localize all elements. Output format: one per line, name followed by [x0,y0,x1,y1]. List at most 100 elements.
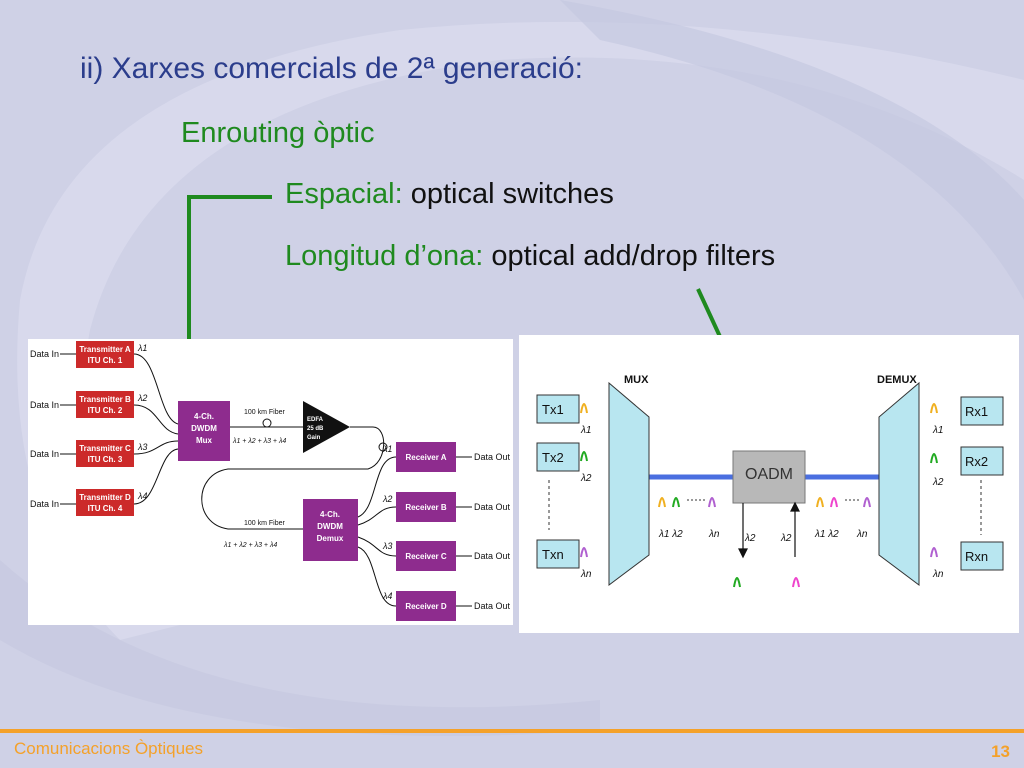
transmitter-c-label: Transmitter C [79,444,131,453]
demux-block [878,381,920,586]
lambda-label: λ1 [580,425,591,436]
bullet-spatial: Espacial: optical switches [285,178,614,211]
lambda-label: λ1 λ2 [814,529,839,540]
demux-label: DEMUX [877,374,917,386]
transmitter-c-channel: ITU Ch. 3 [88,455,123,464]
pulse [580,403,588,414]
demux-label-line2: DWDM [317,522,343,531]
receiver-c-box [396,541,456,571]
pulse [863,497,871,508]
pulse [580,547,588,558]
mux-label-line3: Mux [196,436,213,445]
data-in-label: Data In [30,449,59,459]
transmitter-d-box [76,489,134,516]
rxn-label: Rxn [965,549,988,564]
transmitter-b-box [76,391,134,418]
rx1-box [960,396,1004,426]
fiber-label-top: 100 km Fiber [244,409,286,416]
fiber-sum-bottom: λ1 + λ2 + λ3 + λ4 [223,542,277,549]
pulse [580,451,588,462]
lambda-label: λ3 [137,442,147,452]
lambda-label: λ2 [137,393,147,403]
mux-label-line2: DWDM [191,424,217,433]
fiber-sum-top: λ1 + λ2 + λ3 + λ4 [232,438,286,445]
lambda-label: λ4 [137,491,147,501]
rx2-box [960,446,1004,476]
pulse [930,453,938,464]
receiver-b-label: Receiver B [405,503,447,512]
subtitle-enrouting: Enrouting òptic [181,117,375,149]
transmitter-b-label: Transmitter B [79,395,131,404]
receiver-d-label: Receiver D [405,602,447,611]
rx1-label: Rx1 [965,404,988,419]
bullet-wavelength-value: optical add/drop filters [483,240,776,272]
footer-course-title: Comunicacions Òptiques [14,739,203,758]
lambda-label: λn [580,569,592,580]
tx1-label: Tx1 [542,402,564,417]
mux-label-line1: 4-Ch. [194,412,214,421]
data-out-label: Data Out [474,551,511,561]
rx2-label: Rx2 [965,454,988,469]
slide-title: ii) Xarxes comercials de 2ª generació: [80,52,583,85]
lambda-label: λ3 [382,541,392,551]
lambda-label: λ2 [580,473,592,484]
tx1-box [536,394,580,424]
pulse [830,497,838,508]
edfa-label-line3: Gain [307,435,321,441]
dwdm-system-diagram: Data In Data In Data In Data In Transmit… [28,339,513,625]
bullet-spatial-value: optical switches [402,178,614,210]
lambda-label: λ4 [382,591,392,601]
dwdm-mux-box [178,401,230,461]
transmitter-d-channel: ITU Ch. 4 [88,504,123,513]
data-out-label: Data Out [474,502,511,512]
data-out-label: Data Out [474,601,511,611]
oadm-label: OADM [745,466,793,483]
lambda-label: λ2 [744,533,756,544]
lambda-label: λ1 [382,444,392,454]
edfa-label-line1: EDFA [307,417,324,423]
transmitters [76,341,134,516]
data-in-label: Data In [30,499,59,509]
transmitter-b-channel: ITU Ch. 2 [88,406,123,415]
txn-label: Txn [542,547,564,562]
lambda-label: λn [932,569,944,580]
lambda-label: λ1 λ2 [658,529,683,540]
lambda-label: λn [708,529,720,540]
lambda-label: λ1 [932,425,943,436]
receiver-a-label: Receiver A [405,453,446,462]
demux-label-line3: Demux [317,534,344,543]
data-in-label: Data In [30,349,59,359]
fiber-label-bottom: 100 km Fiber [244,520,286,527]
tx2-label: Tx2 [542,450,564,465]
bullet-wavelength-label: Longitud d’ona: [285,240,484,272]
arrow-spatial [173,195,272,386]
oadm-system-diagram: MUX DEMUX OADM Tx1 Tx2 Txn Rx1 Rx2 Rxn [519,335,1019,633]
lambda-label: λ2 [780,533,792,544]
transmitter-a-box [76,341,134,368]
edfa-amplifier [303,401,350,453]
pulse [672,497,680,508]
tx2-box [536,442,580,472]
pulse [708,497,716,508]
receiver-d-box [396,591,456,621]
mux-label: MUX [624,374,649,386]
bullet-spatial-label: Espacial: [285,178,403,210]
transmitter-c-box [76,440,134,467]
transmitter-a-channel: ITU Ch. 1 [88,356,123,365]
pulse [733,577,741,588]
mux-block [608,381,650,586]
pulse [658,497,666,508]
pulse [930,547,938,558]
demux-label-line1: 4-Ch. [320,510,340,519]
transmitter-a-label: Transmitter A [79,345,130,354]
pulse [816,497,824,508]
receiver-b-box [396,492,456,522]
lambda-label: λ2 [382,494,392,504]
footer-divider [0,729,1024,733]
pulse [930,403,938,414]
page-number: 13 [991,742,1010,761]
data-in-label: Data In [30,400,59,410]
pulse [792,577,800,588]
edfa-label-line2: 25 dB [307,426,324,432]
dwdm-demux-box [303,499,358,561]
